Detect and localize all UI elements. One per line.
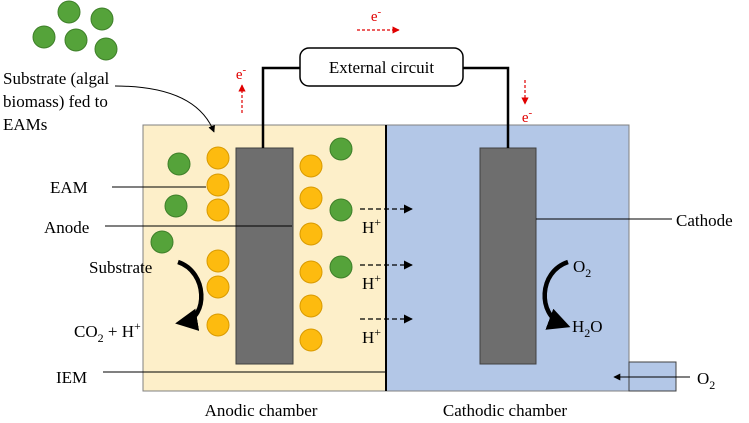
algae-cell [90, 7, 114, 31]
eam-label: EAM [50, 178, 88, 197]
algae-cell [64, 28, 88, 52]
anode-electrode [235, 147, 294, 365]
algae-cell [94, 37, 118, 61]
iem-label: IEM [56, 368, 87, 387]
eam-cell [206, 146, 230, 170]
eam-cell [206, 313, 230, 337]
eam-cell [299, 186, 323, 210]
external-circuit-label: External circuit [329, 58, 435, 77]
eam-cell [299, 328, 323, 352]
algae-cell [32, 25, 56, 49]
o2-label: O2 [573, 257, 591, 280]
cathode-label: Cathode [676, 211, 733, 230]
substrate-label: Substrate [89, 258, 152, 277]
eam-cell [299, 294, 323, 318]
algae-cell [164, 194, 188, 218]
substrate-oxidation-arrow [175, 259, 204, 331]
co2-h-label: CO2 + H+ [74, 319, 141, 345]
proton-label: H+ [362, 215, 381, 237]
electron-label-left: e- [236, 64, 247, 83]
algae-cell [150, 230, 174, 254]
electron-label-right: e- [522, 107, 533, 126]
eam-cell [299, 260, 323, 284]
substrate-feed-arrow [114, 85, 215, 133]
o2-inlet-label: O2 [697, 369, 715, 392]
circuit-wire-right [463, 66, 510, 148]
proton-label: H+ [362, 271, 381, 293]
h2o-label: H2O [572, 317, 603, 340]
algae-cell [57, 0, 81, 24]
algae-cell [329, 137, 353, 161]
anodic-chamber-label: Anodic chamber [205, 401, 318, 420]
cathode-electrode [479, 147, 537, 365]
cathodic-chamber-label: Cathodic chamber [443, 401, 567, 420]
oxygen-reduction-arrow [542, 259, 571, 330]
substrate-feed-label: Substrate (algal biomass) fed to EAMs [3, 69, 113, 134]
eam-cell [206, 173, 230, 197]
algae-cell [329, 255, 353, 279]
eam-cell [299, 154, 323, 178]
eam-cell [206, 198, 230, 222]
eam-cell [299, 222, 323, 246]
anode-label: Anode [44, 218, 89, 237]
electron-label-top: e- [371, 6, 382, 25]
external-circuit-box [299, 47, 464, 87]
algae-cell [167, 152, 191, 176]
algae-cell [329, 198, 353, 222]
circuit-wire-left [261, 66, 300, 148]
proton-label: H+ [362, 325, 381, 347]
eam-cell [206, 275, 230, 299]
eam-cell [206, 249, 230, 273]
